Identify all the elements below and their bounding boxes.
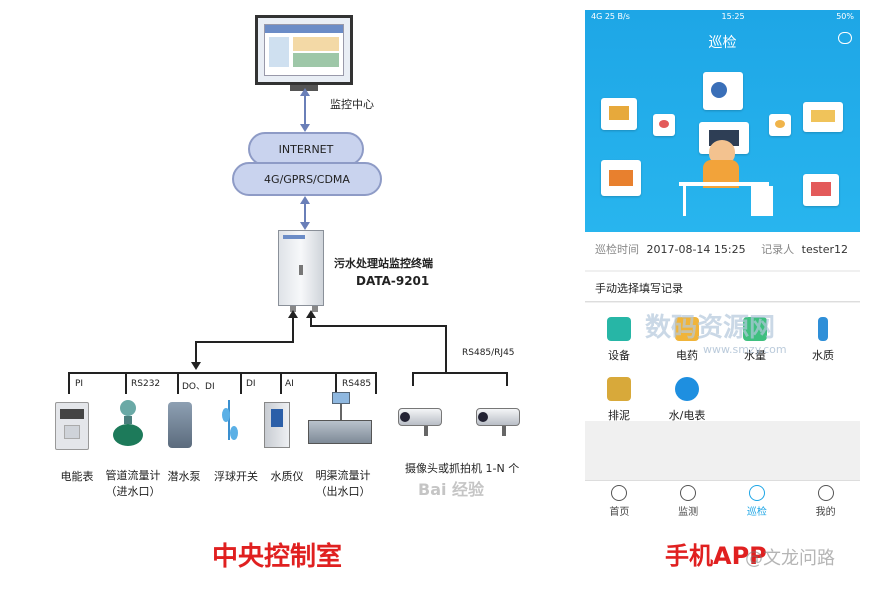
device-label-energy-meter: 电能表 bbox=[60, 470, 94, 483]
camera-label: 摄像头或抓拍机 1-N 个 bbox=[405, 462, 520, 475]
computer-monitor bbox=[255, 15, 353, 85]
submersible-pump-icon bbox=[168, 402, 192, 448]
monitor-icon bbox=[680, 485, 697, 501]
device-label-channel-flowmeter: 明渠流量计 （出水口） bbox=[315, 469, 371, 498]
grid-label: 排泥 bbox=[608, 409, 630, 422]
bus-label-do-di: DO、DI bbox=[182, 382, 215, 392]
internet-cloud: INTERNET bbox=[248, 132, 364, 166]
router-icon bbox=[607, 317, 631, 341]
thermometer-icon bbox=[818, 317, 828, 341]
grid-label: 水/电表 bbox=[668, 409, 706, 422]
medicine-icon bbox=[675, 317, 699, 341]
record-type-grid: 设备 电药 水量 水质 排泥 水/电表 数码资源网 www.smzy.com bbox=[585, 303, 860, 423]
grid-item-meter[interactable]: 水/电表 bbox=[653, 377, 721, 423]
energy-meter-icon bbox=[55, 402, 89, 450]
grid-item-water-quality[interactable]: 水质 bbox=[789, 317, 857, 363]
bus-label-di: DI bbox=[246, 379, 256, 389]
network-cloud: 4G/GPRS/CDMA bbox=[232, 162, 382, 196]
grid-item-equipment[interactable]: 设备 bbox=[585, 317, 653, 363]
status-battery: 50% bbox=[836, 12, 854, 21]
baidu-watermark: Bai 经验 bbox=[418, 480, 485, 499]
grid-label: 电药 bbox=[676, 349, 698, 362]
network-label: 4G/GPRS/CDMA bbox=[264, 173, 350, 186]
user-icon bbox=[817, 485, 834, 501]
mobile-app-title: 手机APP bbox=[665, 542, 767, 570]
status-time: 15:25 bbox=[721, 12, 745, 21]
grid-item-water-volume[interactable]: 水量 bbox=[721, 317, 789, 363]
app-header: 4G 25 B/s 15:25 50% 巡检 bbox=[585, 10, 860, 232]
device-label-pump: 潜水泵 bbox=[167, 470, 201, 483]
status-bar: 4G 25 B/s 15:25 50% bbox=[585, 10, 860, 24]
pipe-icon bbox=[607, 377, 631, 401]
grid-label: 水质 bbox=[812, 349, 834, 362]
inspection-icon bbox=[748, 485, 765, 501]
bus-label-rs485: RS485 bbox=[342, 379, 372, 389]
inspection-info-row: 巡检时间 2017-08-14 15:25 记录人 tester12 bbox=[585, 232, 860, 270]
status-signal: 4G 25 B/s bbox=[591, 12, 630, 21]
tab-inspection[interactable]: 巡检 bbox=[723, 481, 792, 520]
bottom-tab-bar: 首页 监测 巡检 我的 bbox=[585, 480, 860, 520]
terminal-model: DATA-9201 bbox=[356, 274, 430, 288]
site-watermark: 数码资源网 bbox=[645, 313, 776, 343]
tab-mine[interactable]: 我的 bbox=[791, 481, 860, 520]
tab-monitor[interactable]: 监测 bbox=[654, 481, 723, 520]
float-switch-icon bbox=[218, 400, 242, 450]
internet-label: INTERNET bbox=[278, 143, 334, 156]
water-quality-meter-icon bbox=[264, 402, 290, 448]
camera-icon bbox=[476, 404, 524, 438]
bus-label-ai: AI bbox=[285, 379, 294, 389]
recorder-label: 记录人 bbox=[761, 243, 795, 256]
app-title: 巡检 bbox=[708, 35, 737, 51]
device-label-pipe-flowmeter: 管道流量计 （进水口） bbox=[105, 469, 161, 498]
section-title: 手动选择填写记录 bbox=[585, 272, 860, 302]
bus-label-rs232: RS232 bbox=[131, 379, 161, 389]
pipe-flowmeter-icon bbox=[110, 400, 146, 452]
grid-item-chemicals[interactable]: 电药 bbox=[653, 317, 721, 363]
grid-item-sludge[interactable]: 排泥 bbox=[585, 377, 653, 423]
central-control-room-title: 中央控制室 bbox=[212, 542, 343, 572]
water-drop-icon bbox=[743, 317, 767, 341]
site-watermark-url: www.smzy.com bbox=[703, 343, 787, 356]
camera-icon bbox=[398, 404, 446, 438]
home-icon bbox=[611, 485, 628, 501]
message-icon[interactable] bbox=[838, 32, 852, 44]
phone-app-screen: 4G 25 B/s 15:25 50% 巡检 巡检时间 2017-08-14 1… bbox=[585, 10, 860, 520]
bus-label-pi: PI bbox=[75, 379, 84, 389]
rs485-rj45-label: RS485/RJ45 bbox=[462, 348, 515, 358]
recorder-value: tester12 bbox=[801, 243, 849, 256]
inspection-time-label: 巡检时间 bbox=[595, 243, 639, 256]
grid-label: 水量 bbox=[744, 349, 766, 362]
device-label-water-quality: 水质仪 bbox=[270, 470, 304, 483]
terminal-cabinet bbox=[278, 230, 324, 306]
drop-meter-icon bbox=[675, 377, 699, 401]
tab-home[interactable]: 首页 bbox=[585, 481, 654, 520]
device-label-float-switch: 浮球开关 bbox=[214, 470, 258, 483]
channel-flowmeter-icon bbox=[308, 392, 372, 452]
grid-label: 设备 bbox=[608, 349, 630, 362]
author-watermark: @文龙问路 bbox=[745, 548, 835, 569]
monitor-center-label: 监控中心 bbox=[330, 98, 374, 111]
inspection-time-value: 2017-08-14 15:25 bbox=[646, 243, 746, 256]
terminal-name: 污水处理站监控终端 bbox=[334, 257, 433, 270]
